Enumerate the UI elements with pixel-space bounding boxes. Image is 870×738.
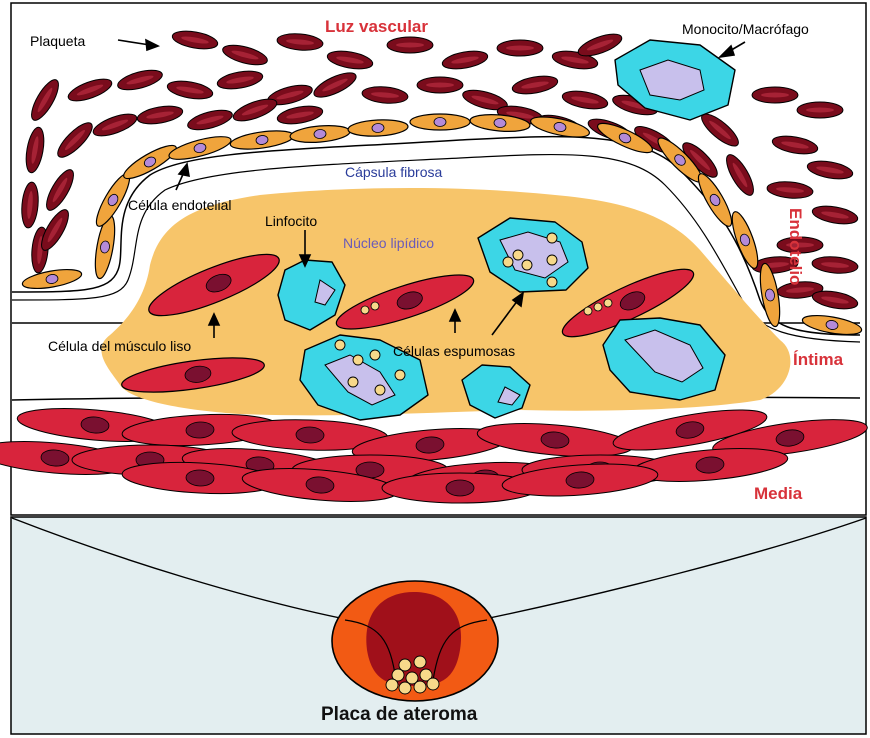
lipid-droplet (584, 307, 592, 315)
lipid-droplet (513, 250, 523, 260)
plaque-lipid-droplet (414, 656, 426, 668)
smooth-muscle-label: Célula del músculo liso (48, 338, 191, 354)
lipid-droplet (395, 370, 405, 380)
endothelium-label: Endotelio (786, 208, 805, 285)
plaque-lipid-droplet (386, 679, 398, 691)
plaque-lipid-droplet (414, 681, 426, 693)
foam-cells-label: Células espumosas (393, 343, 515, 359)
red-blood-cell-center (806, 108, 834, 113)
red-blood-cell-center (506, 46, 534, 51)
lipid-droplet (375, 385, 385, 395)
platelet-label: Plaqueta (30, 33, 85, 49)
lipid-droplet (361, 306, 369, 314)
endothelial-cell-nucleus (372, 123, 384, 133)
plaque-title: Placa de ateroma (321, 704, 478, 725)
lipid-droplet (348, 377, 358, 387)
lymphocyte-label: Linfocito (265, 213, 317, 229)
endothelial-cell-label: Célula endotelial (128, 197, 232, 213)
fibrous-cap-label: Cápsula fibrosa (345, 164, 442, 180)
red-blood-cell-center (396, 43, 424, 48)
red-blood-cell-center (761, 93, 789, 98)
lipid-droplet (547, 277, 557, 287)
lipid-droplet (522, 260, 532, 270)
plaque-lipid-droplet (399, 682, 411, 694)
lipid-droplet (547, 233, 557, 243)
lipid-droplet (371, 302, 379, 310)
intima-label: Íntima (793, 350, 844, 369)
lipid-droplet (604, 299, 612, 307)
lipid-droplet (503, 257, 513, 267)
lipid-core-label: Núcleo lipídico (343, 235, 434, 251)
red-blood-cell-center (426, 83, 454, 88)
plaque-lipid-droplet (427, 678, 439, 690)
endothelial-cell-nucleus (434, 118, 446, 127)
lipid-droplet (547, 255, 557, 265)
lipid-droplet (353, 355, 363, 365)
media-label: Media (754, 484, 803, 503)
lipid-droplet (335, 340, 345, 350)
lipid-droplet (594, 303, 602, 311)
lipid-droplet (370, 350, 380, 360)
lumen-label: Luz vascular (325, 17, 428, 36)
media-muscle-nucleus (446, 480, 474, 496)
monocyte-label: Monocito/Macrófago (682, 21, 809, 37)
